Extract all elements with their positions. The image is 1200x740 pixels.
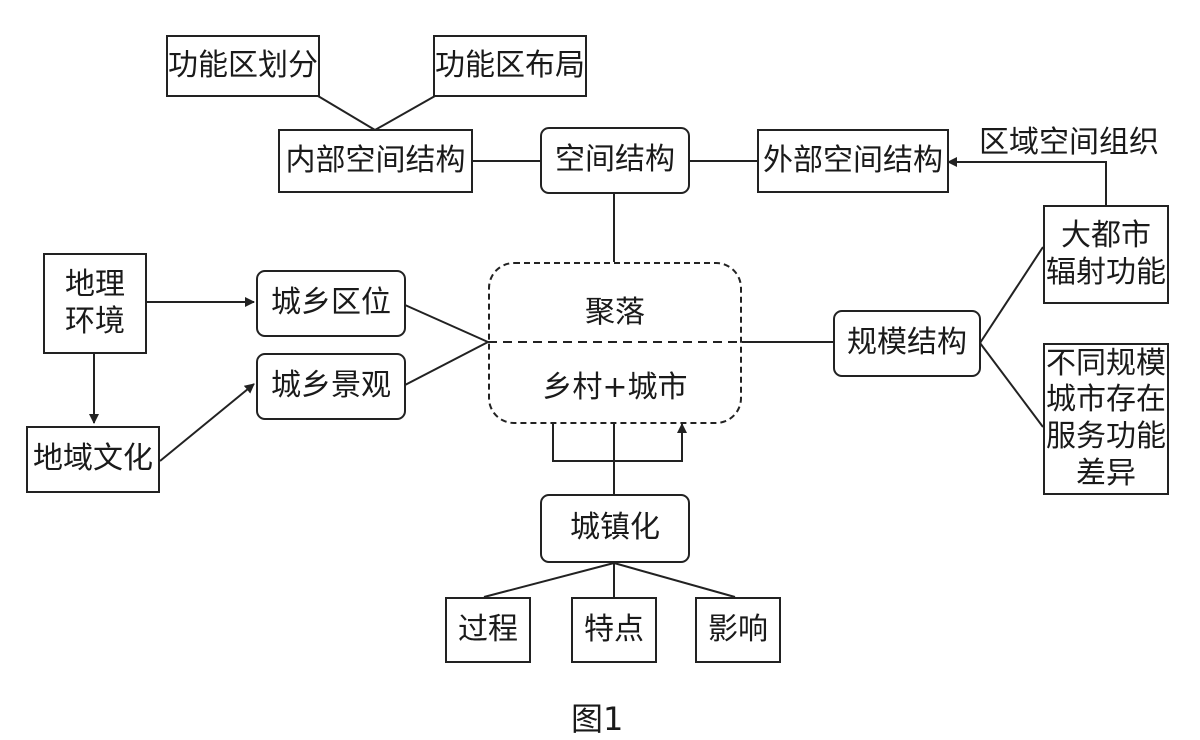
impact-box: 影响 <box>695 597 781 663</box>
line-zone-layout <box>374 95 436 131</box>
line-diffscale-scale <box>979 342 1044 428</box>
urban-rural-location-box: 城乡区位 <box>256 270 406 337</box>
diff-scale-label: 不同规模 城市存在 服务功能 差异 <box>1046 345 1166 491</box>
urban-rural-location-label: 城乡区位 <box>271 285 391 321</box>
line-zone-division <box>317 95 376 131</box>
scale-structure-label: 规模结构 <box>847 325 967 361</box>
urbanization-feedback-loop <box>552 423 687 462</box>
settlement-box <box>488 262 742 424</box>
regional-culture-label: 地域文化 <box>33 441 153 477</box>
regional-culture-box: 地域文化 <box>26 426 160 493</box>
urban-rural-landscape-label: 城乡景观 <box>271 368 391 404</box>
external-structure-box: 外部空间结构 <box>757 129 949 193</box>
process-label: 过程 <box>458 611 518 647</box>
rural-urban-label: 乡村+城市 <box>542 370 688 405</box>
external-structure-label: 外部空间结构 <box>763 142 943 178</box>
arrow-metropolis-external <box>947 157 1107 205</box>
arrow-culture-landscape <box>159 383 255 462</box>
urban-rural-landscape-box: 城乡景观 <box>256 353 406 420</box>
line-metropolis-scale <box>979 246 1044 344</box>
zone-division-label: 功能区划分 <box>168 47 318 83</box>
diff-scale-box: 不同规模 城市存在 服务功能 差异 <box>1043 343 1169 495</box>
features-box: 特点 <box>571 597 657 663</box>
internal-structure-label: 内部空间结构 <box>285 142 466 178</box>
spatial-structure-label: 空间结构 <box>555 142 675 178</box>
settlement-label: 聚落 <box>585 295 645 330</box>
metropolis-box: 大都市 辐射功能 <box>1043 205 1169 304</box>
urbanization-label: 城镇化 <box>570 510 660 546</box>
zone-layout-box: 功能区布局 <box>433 35 587 97</box>
line-landscape-settlement <box>404 341 489 386</box>
line-urbanization-impact <box>613 562 736 598</box>
zone-division-box: 功能区划分 <box>166 35 320 97</box>
scale-structure-box: 规模结构 <box>833 310 981 377</box>
geo-env-box: 地理 环境 <box>43 253 147 354</box>
features-label: 特点 <box>584 611 644 647</box>
impact-label: 影响 <box>708 611 768 647</box>
regional-org-label: 区域空间组织 <box>979 125 1159 160</box>
metropolis-label: 大都市 辐射功能 <box>1046 217 1166 290</box>
urbanization-box: 城镇化 <box>540 494 690 563</box>
internal-structure-box: 内部空间结构 <box>278 129 473 193</box>
geo-env-label: 地理 环境 <box>65 266 125 339</box>
zone-layout-label: 功能区布局 <box>435 47 585 83</box>
process-box: 过程 <box>445 597 531 663</box>
line-urbanization-process <box>483 562 615 598</box>
figure-caption: 图1 <box>571 700 624 738</box>
line-location-settlement <box>404 304 489 343</box>
spatial-structure-box: 空间结构 <box>540 127 690 194</box>
